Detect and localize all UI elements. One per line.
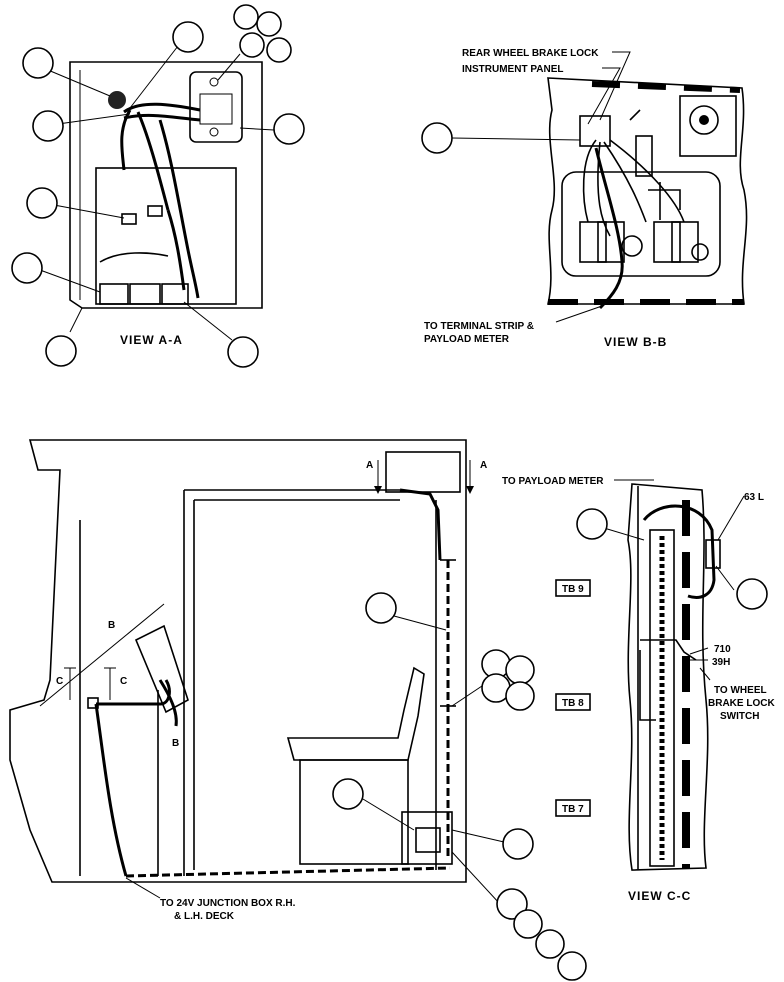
view-c-c-drawing xyxy=(576,479,768,871)
payload-meter-label: PAYLOAD METER xyxy=(424,334,510,345)
view-c-c-label: VIEW C-C xyxy=(628,889,691,903)
section-mark-b-top: B xyxy=(108,620,115,631)
wire-710-label: 710 xyxy=(714,644,731,655)
cab-side-view-drawing xyxy=(9,439,587,981)
to-payload-meter-label: TO PAYLOAD METER xyxy=(502,476,604,487)
view-a-a-drawing xyxy=(11,4,305,368)
section-mark-c-right: C xyxy=(120,676,127,687)
terminal-block-tb7: TB 7 xyxy=(562,804,584,815)
wire-39h-label: 39H xyxy=(712,657,730,668)
view-a-a-label: VIEW A-A xyxy=(120,333,183,347)
terminal-block-tb9: TB 9 xyxy=(562,584,584,595)
switch-label: SWITCH xyxy=(720,711,759,722)
terminal-block-tags xyxy=(555,579,591,817)
terminal-block-tb8: TB 8 xyxy=(562,698,584,709)
wire-63l-label: 63 L xyxy=(744,492,764,503)
view-b-b-label: VIEW B-B xyxy=(604,335,667,349)
section-mark-b-bottom: B xyxy=(172,738,179,749)
lh-deck-label: & L.H. DECK xyxy=(174,911,235,922)
to-24v-junction-box-label: TO 24V JUNCTION BOX R.H. xyxy=(160,898,296,909)
to-wheel-label: TO WHEEL xyxy=(714,685,767,696)
instrument-panel-label: INSTRUMENT PANEL xyxy=(462,64,563,75)
brake-lock-label: BRAKE LOCK xyxy=(708,698,775,709)
section-mark-a-right: A xyxy=(480,460,487,471)
to-terminal-strip-label: TO TERMINAL STRIP & xyxy=(424,321,534,332)
section-mark-c-left: C xyxy=(56,676,63,687)
section-mark-a-left: A xyxy=(366,460,373,471)
view-b-b-drawing xyxy=(421,51,748,323)
rear-wheel-brake-lock-label: REAR WHEEL BRAKE LOCK xyxy=(462,48,599,59)
